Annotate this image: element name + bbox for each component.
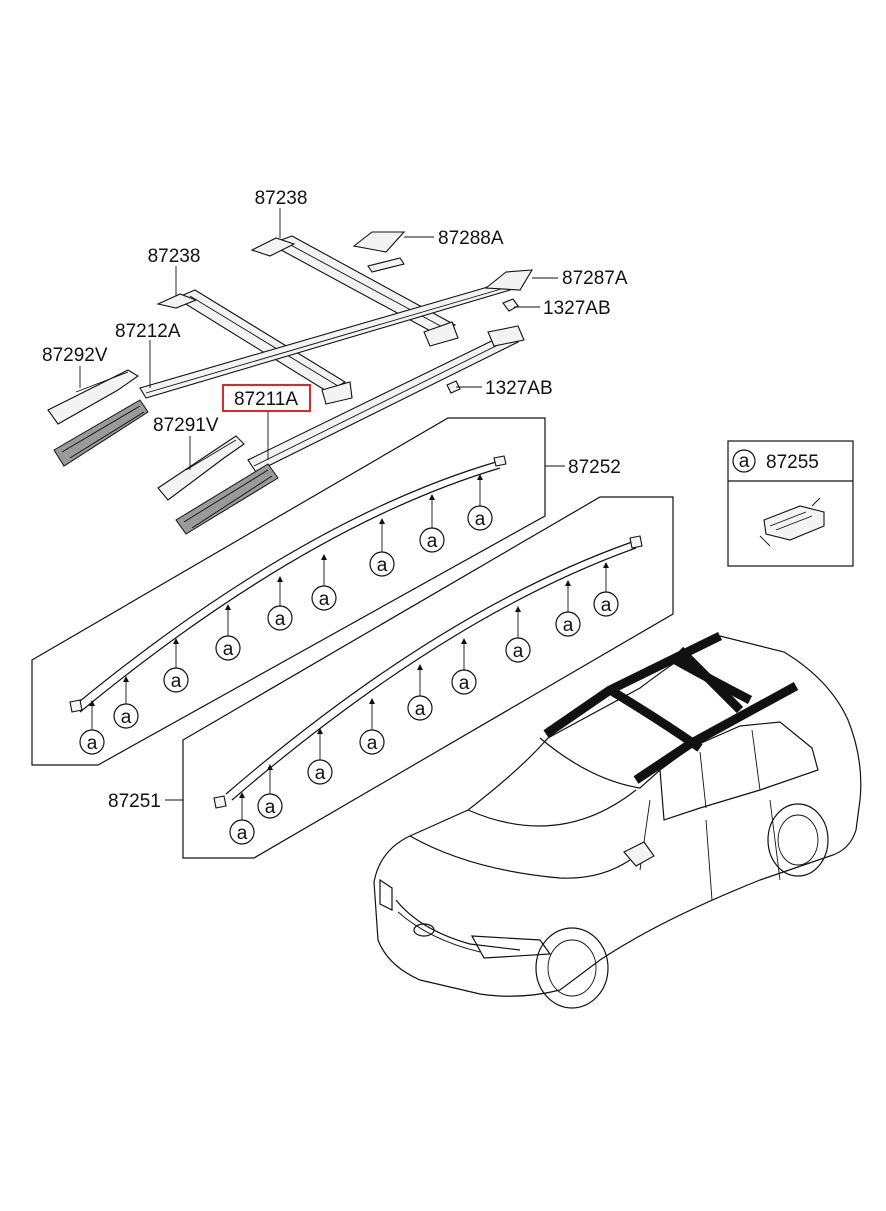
highlight-box-87211A [222,384,311,412]
clip-marker: a [267,576,293,631]
svg-text:a: a [237,823,248,844]
svg-text:a: a [87,733,98,754]
clip-marker: a [419,494,445,553]
leader-lines-upper [79,208,558,470]
label-87212A[interactable]: 87212A [115,321,181,342]
label-87251[interactable]: 87251 [108,791,161,812]
molding-87251 [213,535,643,809]
clip-marker: a [451,638,477,695]
cover-87288A [352,231,406,273]
label-87238-top[interactable]: 87238 [255,188,308,209]
clip-marker: a [593,562,619,617]
nut-1327AB-mid [446,380,461,394]
label-87211A[interactable]: 87211A [234,389,298,410]
svg-text:a: a [739,451,750,472]
label-87288A[interactable]: 87288A [438,228,504,249]
svg-text:a: a [377,555,388,576]
part-labels: 87238 87238 87288A 87287A 1327AB 1327AB … [42,188,819,812]
base-right [175,463,279,535]
label-87291V[interactable]: 87291V [153,415,219,436]
svg-text:a: a [121,707,132,728]
svg-text:a: a [265,797,276,818]
svg-text:a: a [171,671,182,692]
clip-marker: a [79,700,105,755]
clip-marker: a [555,580,581,637]
rail-87211A [247,325,525,473]
clip-marker: a [307,728,333,785]
vehicle-illustration [373,631,862,1009]
clip-marker: a [113,676,139,729]
clip-marker: a [229,792,255,845]
clip-87255-detail: a [732,449,825,547]
cover-87287A [484,269,534,291]
svg-text:a: a [319,589,330,610]
cover-87292V [47,369,140,425]
rail-87212A [139,281,511,399]
svg-text:a: a [223,639,234,660]
cover-87291V [157,435,245,501]
clip-marker: a [257,764,283,819]
svg-text:a: a [563,615,574,636]
label-1327AB-top[interactable]: 1327AB [543,298,611,319]
nut-1327AB-top [502,298,519,312]
clip-markers-87251: a a a a a a a a a [229,562,619,845]
clip-marker: a [163,638,189,693]
svg-text:a: a [459,673,470,694]
svg-text:a: a [415,699,426,720]
frame-87251 [165,496,674,859]
label-1327AB-mid[interactable]: 1327AB [485,378,553,399]
clip-markers-87252: a a a a a a a a a [79,474,493,755]
svg-text:a: a [601,595,612,616]
clip-marker: a [311,554,337,611]
clip-marker: a [369,518,395,577]
front-crossbar [156,289,353,405]
label-87238-left[interactable]: 87238 [148,246,201,267]
svg-text:a: a [475,509,486,530]
molding-87252 [69,455,507,713]
svg-text:a: a [427,531,438,552]
svg-text:a: a [513,641,524,662]
frame-87255 [727,440,854,567]
clip-marker: a [505,606,531,663]
frame-87252 [31,417,565,766]
label-87255[interactable]: 87255 [766,452,819,473]
clip-marker: a [359,698,385,755]
label-87287A[interactable]: 87287A [562,268,628,289]
clip-marker: a [215,604,241,661]
clip-marker: a [467,474,493,531]
svg-text:a: a [367,733,378,754]
base-left [53,399,149,467]
svg-text:a: a [315,763,326,784]
label-87252[interactable]: 87252 [568,457,621,478]
svg-text:a: a [275,609,286,630]
label-87292V[interactable]: 87292V [42,345,108,366]
clip-marker: a [407,664,433,721]
